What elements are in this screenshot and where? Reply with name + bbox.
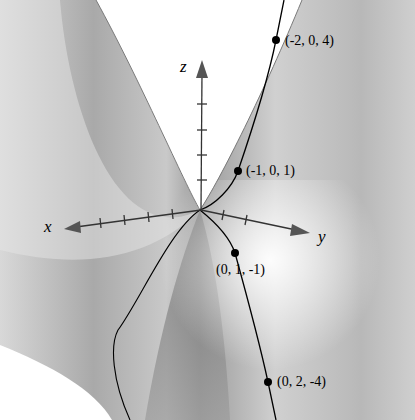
point-label: (0, 2, -4) [277,374,326,390]
point-label: (0, 1, -1) [216,262,265,278]
axis-label: y [318,228,326,246]
axis-label: x [44,218,52,236]
point-label: (-2, 0, 4) [285,33,334,49]
point-label: (-1, 0, 1) [246,163,295,179]
axis-label: z [180,58,187,76]
